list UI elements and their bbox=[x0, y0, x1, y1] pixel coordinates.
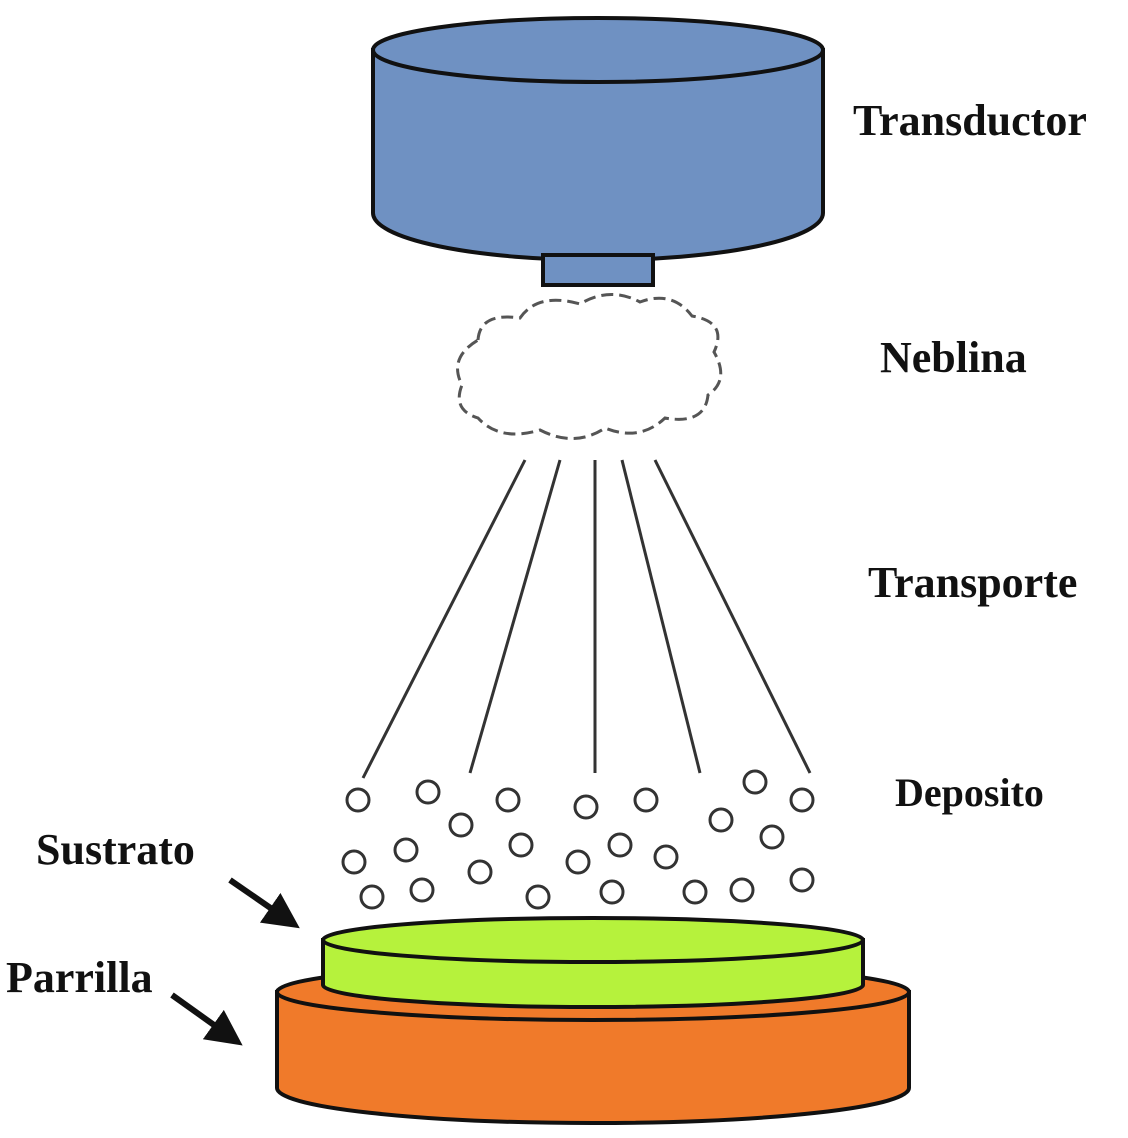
plate-pointer-arrow bbox=[170, 992, 243, 1046]
transport-lines bbox=[361, 459, 812, 779]
deposit-droplets bbox=[341, 769, 815, 910]
transducer-cylinder bbox=[371, 16, 825, 287]
label-substrate: Sustrato bbox=[36, 825, 195, 874]
label-deposit: Deposito bbox=[895, 770, 1044, 815]
label-transducer: Transductor bbox=[853, 96, 1087, 145]
mist-cloud bbox=[456, 292, 723, 440]
substrate-pointer-arrow bbox=[228, 877, 300, 929]
label-mist: Neblina bbox=[880, 333, 1027, 382]
label-transport: Transporte bbox=[868, 558, 1077, 607]
label-heater-plate: Parrilla bbox=[6, 953, 153, 1002]
substrate bbox=[321, 916, 865, 1009]
transducer-nozzle bbox=[541, 253, 655, 287]
